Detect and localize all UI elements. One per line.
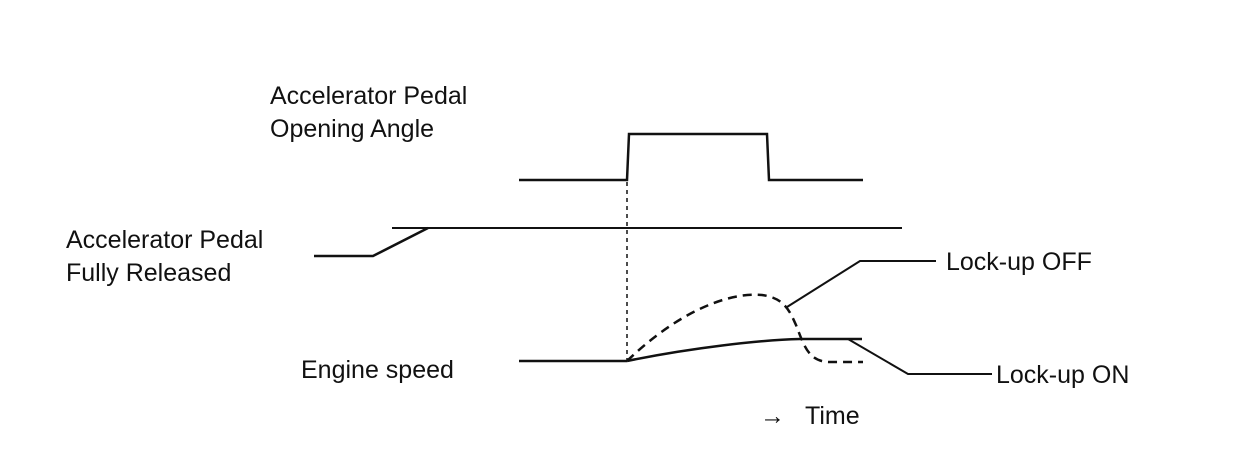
lockup-off-label: Lock-up OFF: [946, 248, 1092, 276]
lockup-off-leader-line: [786, 260, 936, 308]
time-arrow-icon: →: [760, 402, 785, 430]
time-label: Time: [805, 402, 860, 430]
lockup-on-curve: [626, 337, 862, 363]
pedal-opening-angle-label-line2: Opening Angle: [270, 115, 434, 143]
pedal-opening-angle-label-line1: Accelerator Pedal: [270, 82, 467, 110]
lockup-on-leader-line: [847, 338, 992, 375]
lockup-off-curve: [626, 293, 863, 364]
pedal-released-leader-line: [314, 226, 429, 258]
pedal-released-label-line2: Fully Released: [66, 259, 231, 287]
pedal-opening-angle-waveform: [519, 132, 863, 182]
pedal-released-label-line1: Accelerator Pedal: [66, 226, 263, 254]
engine-speed-label: Engine speed: [301, 356, 454, 384]
lockup-on-label: Lock-up ON: [996, 361, 1129, 389]
